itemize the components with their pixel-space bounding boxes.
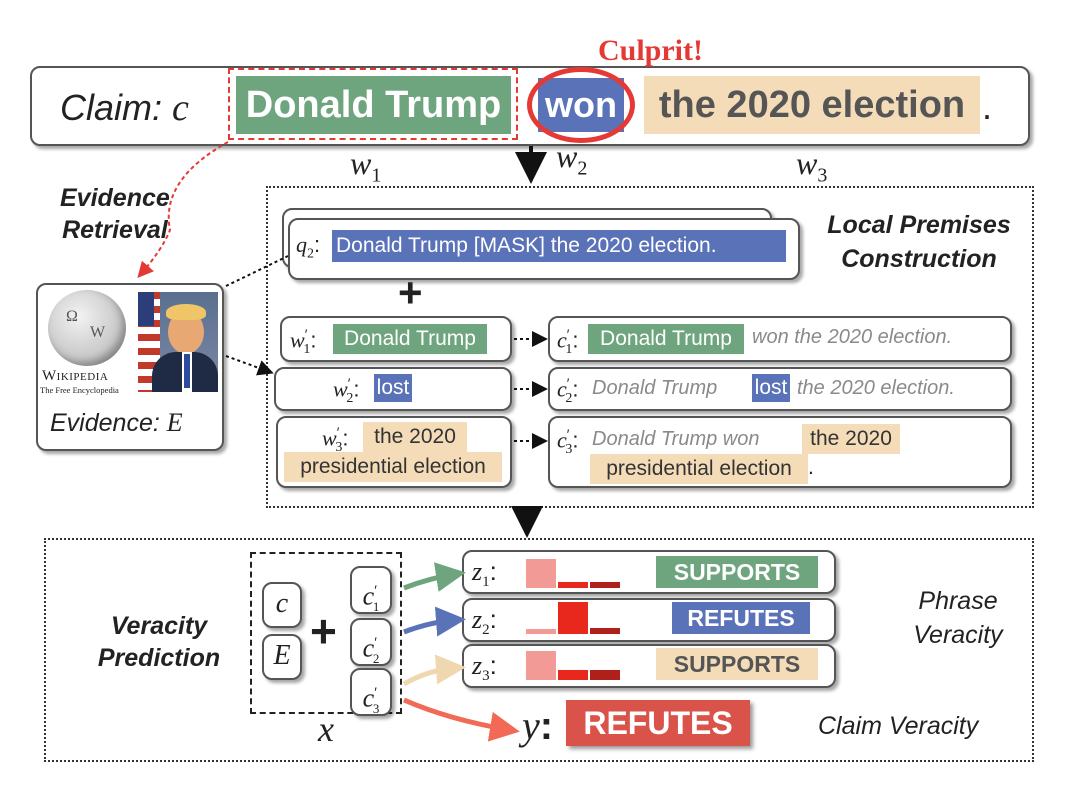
w3-label: w3 xyxy=(796,145,828,187)
input-plus-sign: + xyxy=(310,605,337,657)
z3-label: SUPPORTS xyxy=(656,648,818,680)
claim-label: Claim: c xyxy=(60,87,189,129)
input-c-box: c xyxy=(262,582,302,628)
z1-prob-bar-3 xyxy=(590,582,620,588)
phrase-veracity-label: Phrase Veracity xyxy=(913,587,1003,649)
z3-var: z3: xyxy=(472,650,497,685)
premise-c2-box: c′2 xyxy=(350,618,392,666)
c3-prime-before: Donald Trump won xyxy=(592,428,760,450)
z3-prob-bar-3 xyxy=(590,670,620,680)
c2-prime-highlight: lost xyxy=(752,374,790,402)
z2-prob-bar-3 xyxy=(590,628,620,634)
w2-prime-text: lost xyxy=(374,374,412,402)
claim-veracity-label: Claim Veracity xyxy=(818,712,979,740)
wikipedia-wordmark: Wikipedia xyxy=(42,368,109,384)
c2-to-z2-arrow xyxy=(403,606,466,637)
veracity-prediction-title: Veracity Prediction xyxy=(97,612,221,672)
z2-bar-chart xyxy=(526,602,622,634)
z2-var: z2: xyxy=(472,604,497,639)
c1-prime-rest: won the 2020 election. xyxy=(752,326,953,348)
x-label: x xyxy=(318,709,334,749)
x-to-y-arrow xyxy=(403,697,520,742)
evidence-to-w2-arrow xyxy=(225,355,274,376)
claim-period: . xyxy=(982,86,993,127)
local-premises-title: Local Premises Construction xyxy=(827,211,1011,273)
z1-prob-bar-2 xyxy=(558,582,588,588)
query-var: q2: xyxy=(296,232,321,262)
query-text: Donald Trump [MASK] the 2020 election. xyxy=(332,230,786,262)
premise-c3-box: c′3 xyxy=(350,668,392,716)
w3-prime-text-line1: the 2020 xyxy=(363,422,467,452)
y-output: y: xyxy=(522,703,554,748)
c1-prime-var: c′1: xyxy=(557,326,579,357)
evidence-to-query-link xyxy=(225,255,289,287)
w2-prime-var: w′2: xyxy=(333,375,360,406)
premise-c1-box: c′1 xyxy=(350,566,392,614)
claim-w1-dashed-box xyxy=(228,68,518,140)
culprit-circle xyxy=(527,67,635,143)
evidence-retrieval-label: Evidence Retrieval xyxy=(60,184,170,244)
c2-prime-var: c′2: xyxy=(557,375,579,406)
evidence-retrieval-arrow xyxy=(137,141,229,279)
wikipedia-globe-icon: Ω W xyxy=(48,290,126,366)
w1-prime-text: Donald Trump xyxy=(333,324,487,354)
w3-prime-var: w′3: xyxy=(322,424,349,455)
w3-prime-text-line2: presidential election xyxy=(284,452,502,482)
evidence-label: Evidence: E xyxy=(50,408,183,437)
c2-prime-before: Donald Trump xyxy=(592,377,718,399)
c3-prime-highlight-line1: the 2020 xyxy=(802,424,900,454)
culprit-label: Culprit! xyxy=(598,34,703,67)
c2-prime-after: the 2020 election. xyxy=(797,377,955,399)
c3-prime-highlight-line2: presidential election xyxy=(590,454,808,484)
z1-label: SUPPORTS xyxy=(656,556,818,588)
z2-label: REFUTES xyxy=(672,602,810,634)
w1-prime-var: w′1: xyxy=(290,326,317,357)
input-e-box: E xyxy=(262,634,302,680)
wikipedia-tagline: The Free Encyclopedia xyxy=(40,385,119,395)
c3-to-z3-arrow xyxy=(402,654,466,687)
plus-sign: + xyxy=(398,269,423,316)
x-input-dashed-box xyxy=(250,552,402,714)
c3-prime-after: . xyxy=(808,456,814,479)
claim-w3-phrase: the 2020 election xyxy=(644,76,980,134)
w1-label: w1 xyxy=(350,145,382,187)
z3-bar-chart xyxy=(526,648,622,680)
z1-var: z1: xyxy=(472,556,497,591)
claim-w1-phrase: Donald Trump xyxy=(236,76,511,134)
veracity-region xyxy=(44,538,1034,762)
z2-prob-bar-1 xyxy=(526,629,556,634)
y-label: REFUTES xyxy=(566,700,750,746)
z1-prob-bar-1 xyxy=(526,559,556,588)
portrait-photo xyxy=(138,292,218,392)
c1-to-z1-arrow xyxy=(403,562,466,592)
c1-prime-highlight: Donald Trump xyxy=(588,324,744,354)
z3-prob-bar-1 xyxy=(526,651,556,680)
w2-label: w2 xyxy=(556,138,588,180)
local-premises-region xyxy=(266,186,1034,508)
z2-prob-bar-2 xyxy=(558,602,588,634)
c3-prime-var: c′3: xyxy=(557,426,579,457)
z1-bar-chart xyxy=(526,556,622,588)
z3-prob-bar-2 xyxy=(558,670,588,680)
